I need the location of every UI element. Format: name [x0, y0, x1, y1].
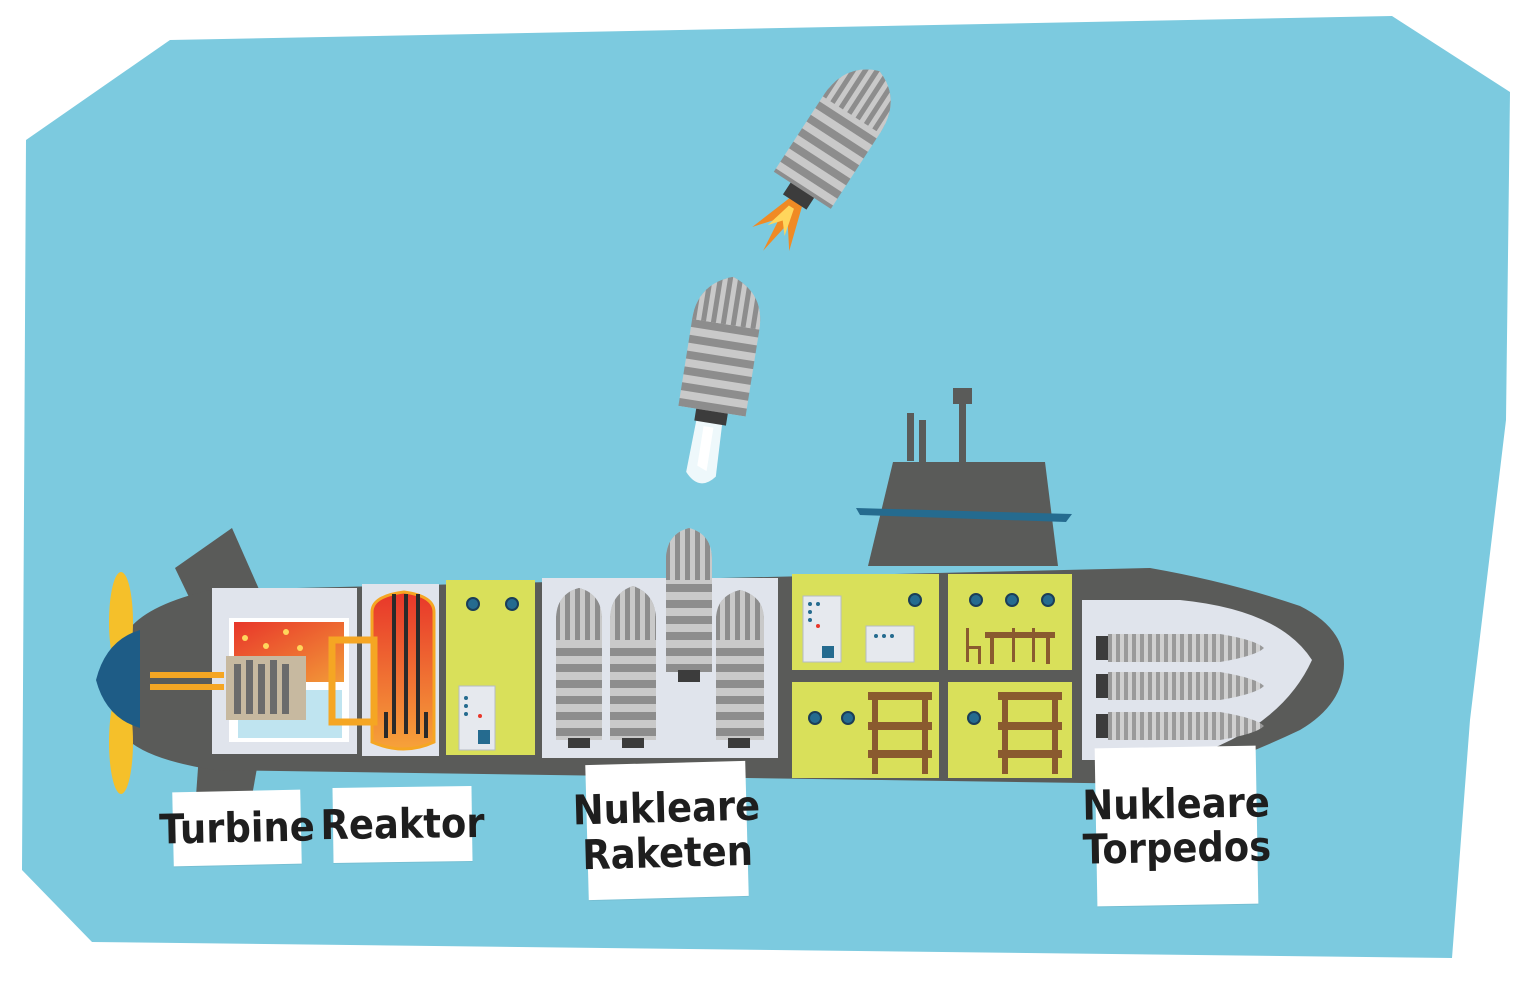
missile-launching — [678, 276, 761, 484]
torpedo-3 — [1096, 712, 1264, 740]
label-reaktor-text: Reaktor — [320, 799, 485, 850]
label-torpedos-line2: Torpedos — [1082, 822, 1272, 874]
missile-silo-1 — [556, 588, 602, 748]
bunk-room-2 — [967, 692, 1062, 774]
torpedo-2 — [1096, 672, 1264, 700]
label-turbine: Turbine — [159, 789, 315, 867]
label-raketen-line2: Raketen — [581, 826, 754, 879]
missile-silo-4 — [716, 590, 764, 748]
label-torpedos-line1: Nukleare — [1081, 778, 1271, 830]
conning-tower — [856, 388, 1072, 566]
label-nukleare-torpedos: Nukleare Torpedos — [1082, 745, 1271, 907]
missile-flying-high — [752, 69, 891, 251]
bunk-room-1 — [808, 692, 932, 774]
mess-room — [966, 593, 1055, 664]
reactor-core — [328, 590, 436, 751]
label-reaktor: Reaktor — [320, 786, 485, 863]
missile-silo-3 — [666, 528, 712, 682]
control-panel — [458, 597, 519, 751]
torpedo-1 — [1096, 634, 1264, 662]
label-turbine-text: Turbine — [158, 802, 316, 854]
label-raketen-line1: Nukleare — [572, 781, 761, 835]
label-nukleare-raketen: Nukleare Raketen — [572, 760, 761, 901]
missile-silo-2 — [610, 586, 656, 748]
computer-room — [802, 593, 922, 663]
propeller — [96, 572, 140, 794]
